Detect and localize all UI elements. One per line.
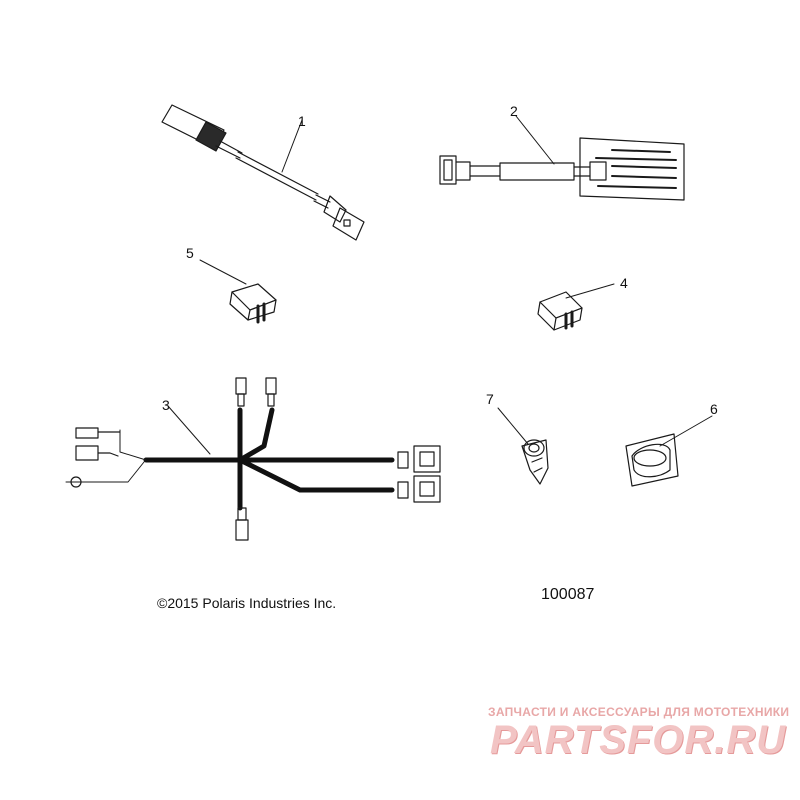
watermark-logo: PARTSFOR.RU — [490, 718, 787, 762]
part-2-heater-pad — [439, 115, 685, 201]
callout-4: 4 — [620, 275, 628, 291]
part-5-switch — [199, 259, 277, 324]
part-3-wiring-harness — [65, 377, 441, 541]
copyright-text: ©2015 Polaris Industries Inc. — [157, 595, 337, 611]
callout-3: 3 — [162, 397, 170, 413]
part-7-clip — [497, 407, 549, 485]
callout-7: 7 — [486, 391, 494, 407]
callout-2: 2 — [510, 103, 518, 119]
watermark-tagline: ЗАПЧАСТИ И АКСЕССУАРЫ ДЛЯ МОТОТЕХНИКИ — [488, 705, 790, 719]
callout-1: 1 — [298, 113, 306, 129]
figure-number: 100087 — [541, 586, 595, 603]
part-6-tie-mount — [625, 415, 713, 487]
callout-6: 6 — [710, 401, 718, 417]
part-1-harness-module — [161, 104, 365, 241]
callout-5: 5 — [186, 245, 194, 261]
part-4-switch — [537, 283, 615, 331]
